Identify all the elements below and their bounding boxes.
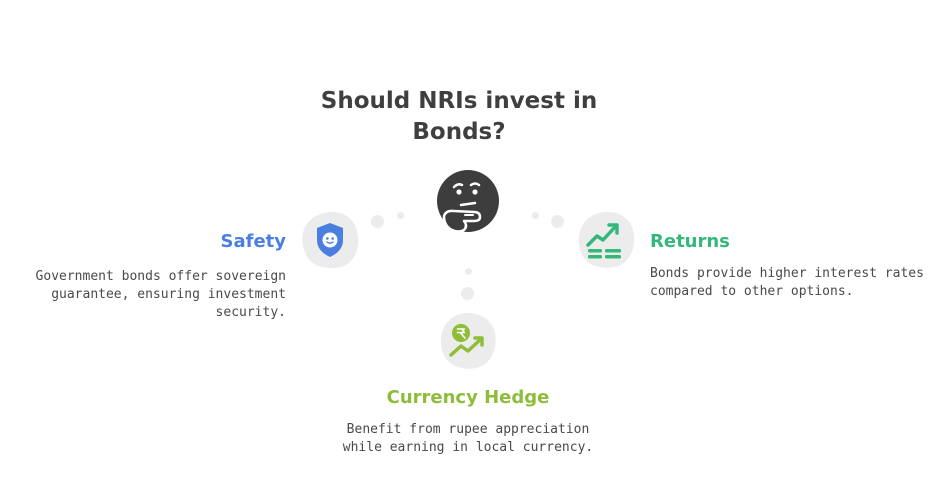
hedge-description: Benefit from rupee appreciation while ea… bbox=[318, 421, 618, 457]
description-line: guarantee, ensuring investment bbox=[51, 287, 286, 302]
description-line: Bonds provide higher interest rates bbox=[650, 266, 924, 281]
connector-dot bbox=[532, 212, 539, 219]
page-title: Should NRIs invest in Bonds? bbox=[274, 86, 644, 148]
description-line: Government bonds offer sovereign bbox=[35, 269, 286, 284]
returns-heading: Returns bbox=[650, 231, 730, 252]
description-line: Benefit from rupee appreciation bbox=[346, 422, 590, 437]
safety-heading: Safety bbox=[220, 231, 287, 252]
returns-icon-blob bbox=[578, 211, 635, 268]
description-line: security. bbox=[215, 305, 286, 320]
safety-icon-blob bbox=[302, 211, 359, 269]
thinking-face-icon bbox=[437, 170, 499, 233]
connector-dot bbox=[551, 215, 564, 228]
connector-dot bbox=[371, 215, 384, 228]
hedge-icon-blob bbox=[440, 313, 496, 369]
connector-dot bbox=[461, 287, 474, 300]
description-line: compared to other options. bbox=[650, 284, 854, 299]
connector-dot bbox=[397, 212, 404, 219]
hedge-heading: Currency Hedge bbox=[386, 387, 550, 408]
title-line-2: Bonds? bbox=[412, 119, 506, 145]
connector-dot bbox=[465, 268, 472, 275]
returns-description: Bonds provide higher interest rates comp… bbox=[650, 265, 940, 301]
title-line-1: Should NRIs invest in bbox=[320, 88, 598, 114]
safety-description: Government bonds offer sovereign guarant… bbox=[18, 268, 286, 322]
description-line: while earning in local currency. bbox=[342, 440, 594, 455]
